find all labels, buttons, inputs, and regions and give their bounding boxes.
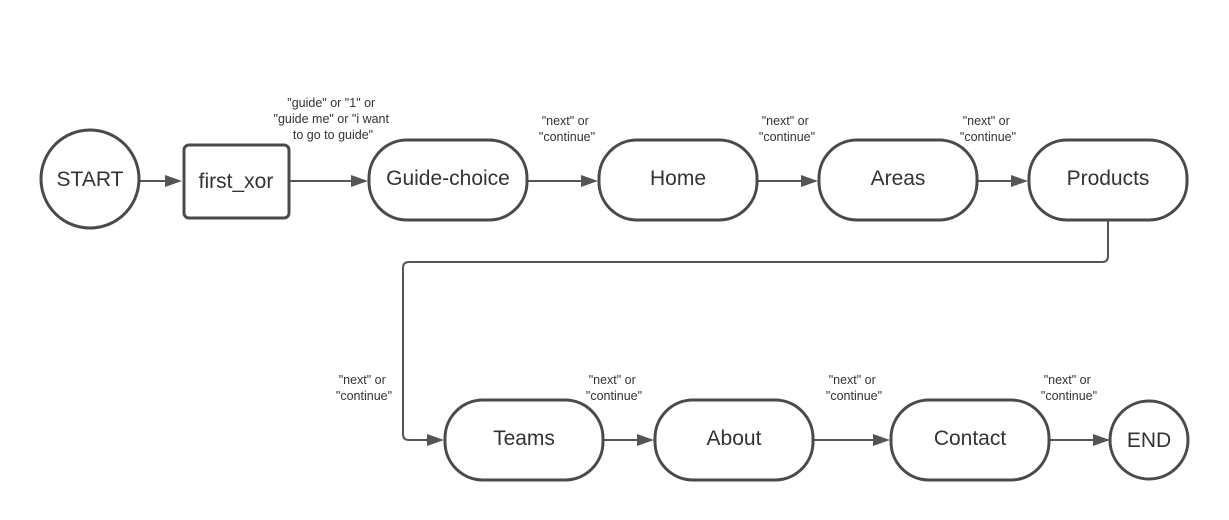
node-home: Home [597,138,759,222]
node-areas: Areas [817,138,979,222]
node-label: Home [650,167,706,190]
node-label: END [1127,429,1171,452]
arrow-head [873,434,890,446]
state-box [653,398,815,482]
edge-label: "next" or "continue" [336,373,392,403]
state-box [597,138,759,222]
edge-label: "next" or "continue" [826,373,882,403]
edge-label: "next" or "continue" [960,114,1016,144]
edge-label: "next" or "continue" [586,373,642,403]
node-label: Teams [493,427,555,450]
edge-label: "next" or "continue" [1041,373,1097,403]
arrow-head [581,175,598,187]
edge-home-to-areas: "next" or "continue" [758,114,818,187]
arrow-head [427,434,444,446]
edge-label: "next" or "continue" [539,114,595,144]
edge-guide-choice-to-home: "next" or "continue" [528,114,598,187]
node-about: About [653,398,815,482]
node-start: START [39,128,141,230]
start-circle [39,128,141,230]
node-label: Areas [871,167,926,190]
edge-line [402,221,1109,441]
arrow-head [637,434,654,446]
node-products: Products [1027,138,1189,222]
node-label: Guide-choice [386,167,510,190]
edge-start-to-first-xor [140,175,182,187]
arrow-head [801,175,818,187]
end-circle [1108,399,1190,481]
arrow-head [351,175,368,187]
state-box [817,138,979,222]
arrow-head [165,175,182,187]
edge-products-to-teams: "next" or "continue" [336,221,1109,446]
node-label: Products [1067,167,1150,190]
node-teams: Teams [443,398,605,482]
arrow-head [1011,175,1028,187]
state-box [1027,138,1189,222]
node-label: first_xor [199,170,274,193]
node-first-xor: first_xor [182,143,291,220]
node-end: END [1108,399,1190,481]
state-box [367,138,529,222]
edge-label: "next" or "continue" [759,114,815,144]
edge-areas-to-products: "next" or "continue" [960,114,1028,187]
node-label: About [707,427,762,450]
edge-label: "guide" or "1" or "guide me" or "i want … [274,96,393,142]
xor-box [182,143,291,220]
node-label: Contact [934,427,1007,450]
state-box [889,398,1051,482]
node-label: START [57,168,124,191]
node-guide-choice: Guide-choice [367,138,529,222]
edge-contact-to-end: "next" or "continue" [1041,373,1110,446]
node-contact: Contact [889,398,1051,482]
arrow-head [1093,434,1110,446]
edge-about-to-contact: "next" or "continue" [814,373,890,446]
edge-teams-to-about: "next" or "continue" [586,373,654,446]
state-box [443,398,605,482]
edge-first-xor-to-guide-choice: "guide" or "1" or "guide me" or "i want … [274,96,393,187]
